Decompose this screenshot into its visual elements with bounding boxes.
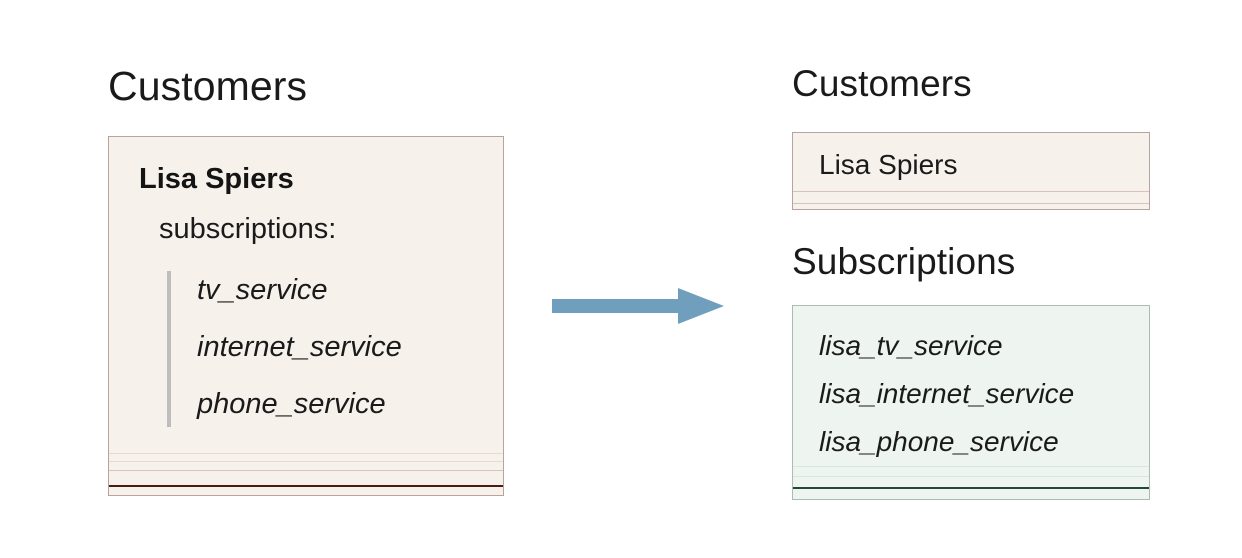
card-rule-emphasis — [793, 487, 1149, 489]
table-row: Lisa Spiers — [819, 149, 958, 180]
target-customers-card[interactable]: Lisa Spiers — [792, 132, 1150, 210]
card-rule — [109, 470, 503, 471]
source-customers-heading: Customers — [108, 63, 308, 109]
source-customer-card[interactable]: Lisa Spiers subscriptions: tv_service in… — [108, 136, 504, 496]
target-subscriptions-heading: Subscriptions — [792, 241, 1016, 282]
table-row: lisa_phone_service — [819, 426, 1059, 457]
table-row: lisa_tv_service — [819, 330, 1003, 361]
right-arrow-icon — [552, 286, 724, 326]
card-rule — [793, 203, 1149, 204]
subscriptions-accent-bar — [167, 271, 171, 427]
card-rule — [793, 191, 1149, 192]
target-subscriptions-card[interactable]: lisa_tv_service lisa_internet_service li… — [792, 305, 1150, 500]
card-rule — [109, 453, 503, 454]
card-rule-emphasis — [109, 485, 503, 487]
target-customers-heading: Customers — [792, 63, 972, 104]
target-subscription-list: lisa_tv_service lisa_internet_service li… — [819, 322, 1074, 466]
card-rule — [793, 476, 1149, 477]
source-customer-name: Lisa Spiers — [139, 163, 294, 195]
list-item: tv_service — [197, 274, 328, 306]
list-item: phone_service — [197, 388, 386, 420]
card-rule — [793, 466, 1149, 467]
table-row: lisa_internet_service — [819, 378, 1075, 409]
list-item: internet_service — [197, 331, 402, 363]
source-subscription-list: tv_service internet_service phone_servic… — [197, 262, 402, 433]
card-rule — [109, 461, 503, 462]
source-subscriptions-label: subscriptions: — [159, 213, 337, 245]
